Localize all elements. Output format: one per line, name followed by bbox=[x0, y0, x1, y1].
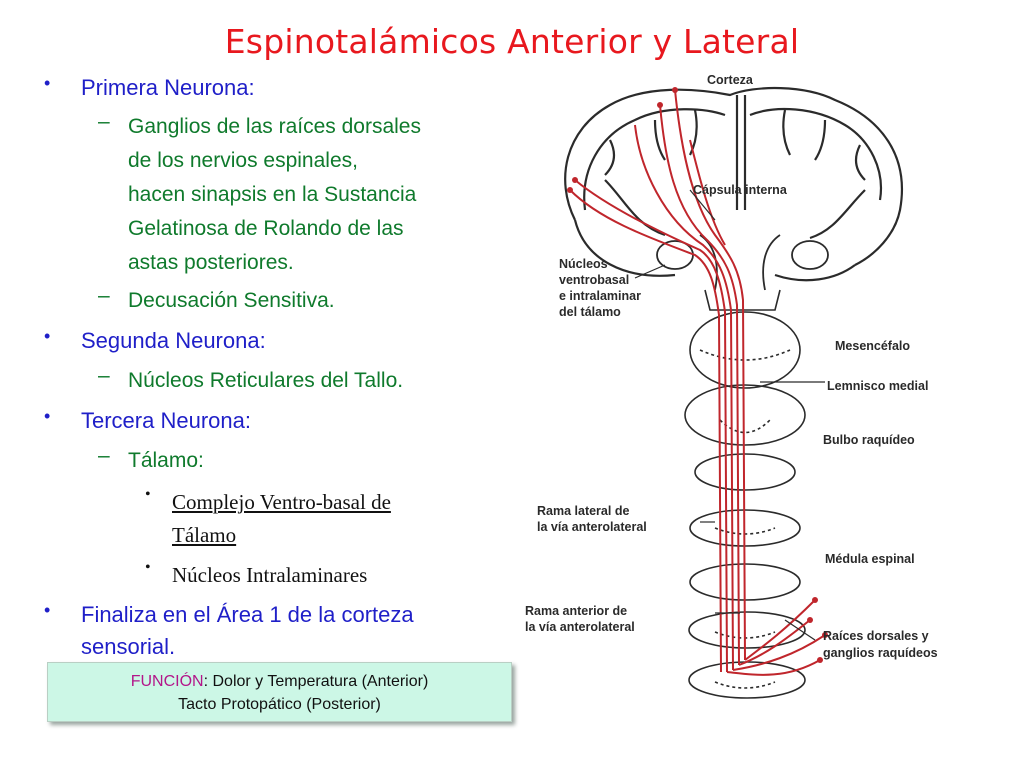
bullet-dot: • bbox=[44, 326, 51, 346]
svg-text:Rama anterior de: Rama anterior de bbox=[525, 604, 627, 618]
svg-text:Núcleos: Núcleos bbox=[559, 257, 608, 271]
bullet-dot: • bbox=[44, 406, 51, 426]
svg-text:e intralaminar: e intralaminar bbox=[559, 289, 641, 303]
diagram-svg: Corteza Cápsula interna Núcleos ventroba… bbox=[525, 73, 938, 699]
label-bulbo-raquideo: Bulbo raquídeo bbox=[823, 433, 915, 447]
slide-title: Espinotalámicos Anterior y Lateral bbox=[224, 22, 800, 61]
pathways bbox=[569, 89, 826, 676]
svg-text:la vía anterolateral: la vía anterolateral bbox=[525, 620, 635, 634]
brain-cortex bbox=[564, 86, 903, 282]
bullet-dot: • bbox=[44, 600, 51, 620]
label-rama-anterior: Rama anterior de la vía anterolateral bbox=[525, 604, 635, 634]
pathway-nodes bbox=[567, 87, 828, 663]
bullet-dot: • bbox=[44, 73, 51, 93]
label-capsula-interna: Cápsula interna bbox=[693, 183, 788, 197]
label-corteza: Corteza bbox=[707, 73, 754, 87]
bullet-list: • Primera Neurona: – Ganglios de las raí… bbox=[44, 73, 421, 659]
svg-text:Rama lateral de: Rama lateral de bbox=[537, 504, 629, 518]
function-box: FUNCIÓN: Dolor y Temperatura (Anterior) … bbox=[47, 662, 512, 722]
label-medula-espinal: Médula espinal bbox=[825, 552, 915, 566]
thalamus bbox=[656, 234, 829, 291]
label-nucleos: Núcleos ventrobasal e intralaminar del t… bbox=[559, 257, 641, 319]
svg-text:del tálamo: del tálamo bbox=[559, 305, 621, 319]
label-lemnisco-medial: Lemnisco medial bbox=[827, 379, 928, 393]
function-key: FUNCIÓN bbox=[130, 673, 204, 690]
svg-text:ganglios raquídeos: ganglios raquídeos bbox=[823, 646, 938, 660]
spinothalamic-diagram: Corteza Cápsula interna Núcleos ventroba… bbox=[515, 60, 985, 705]
label-pointers bbox=[634, 189, 825, 641]
label-rama-lateral: Rama lateral de la vía anterolateral bbox=[537, 504, 647, 534]
label-mesencefalo: Mesencéfalo bbox=[835, 339, 910, 353]
label-raices-dorsales: Raíces dorsales y ganglios raquídeos bbox=[823, 629, 938, 660]
svg-text:ventrobasal: ventrobasal bbox=[559, 273, 629, 287]
svg-text:Raíces dorsales y: Raíces dorsales y bbox=[823, 629, 929, 643]
svg-text:la vía anterolateral: la vía anterolateral bbox=[537, 520, 647, 534]
